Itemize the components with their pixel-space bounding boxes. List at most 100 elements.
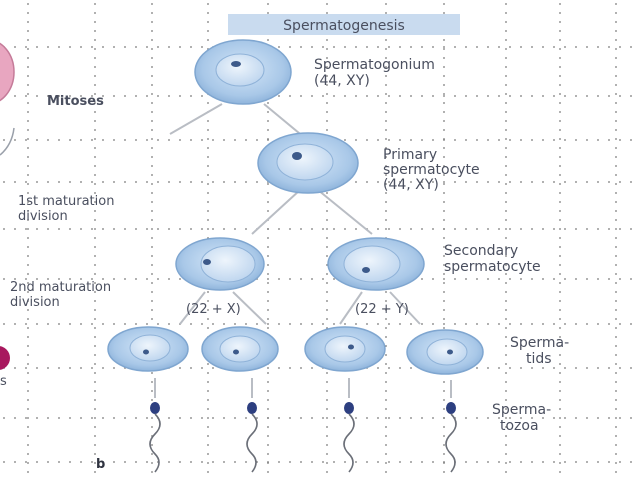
grid-dot	[27, 453, 29, 455]
grid-dot	[443, 282, 445, 284]
grid-dot	[326, 471, 328, 473]
grid-dot	[505, 273, 507, 275]
grid-dot	[94, 345, 96, 347]
grid-dot	[476, 278, 478, 280]
label-spermatids-line1: Sperma-	[510, 335, 569, 351]
grid-dot	[344, 95, 346, 97]
grid-dot	[326, 120, 328, 122]
grid-dot	[385, 354, 387, 356]
grid-dot	[366, 95, 368, 97]
grid-dot	[25, 417, 27, 419]
grid-dot	[443, 174, 445, 176]
grid-dot	[27, 309, 29, 311]
grid-dot	[207, 444, 209, 446]
grid-dot	[443, 246, 445, 248]
grid-dot	[432, 417, 434, 419]
grid-dot	[498, 181, 500, 183]
grid-dot	[505, 228, 507, 230]
grid-dot	[559, 327, 561, 329]
grid-dot	[385, 174, 387, 176]
grid-dot	[619, 95, 621, 97]
grid-dot	[326, 246, 328, 248]
grid-dot	[355, 181, 357, 183]
grid-dot	[326, 318, 328, 320]
grid-dot	[27, 246, 29, 248]
grid-dot	[267, 237, 269, 239]
grid-dot	[27, 282, 29, 284]
grid-dot	[300, 278, 302, 280]
grid-dot	[531, 367, 533, 369]
grid-dot	[443, 417, 445, 419]
grid-dot	[27, 435, 29, 437]
grid-dot	[476, 367, 478, 369]
grid-dot	[91, 46, 93, 48]
grid-dot	[267, 462, 269, 464]
grid-dot	[421, 95, 423, 97]
grid-dot	[151, 471, 153, 473]
label-primary-line2: spermatocyte	[383, 162, 480, 178]
grid-dot	[443, 84, 445, 86]
grid-dot	[559, 210, 561, 212]
grid-dot	[94, 363, 96, 365]
grid-dot	[47, 323, 49, 325]
grid-dot	[47, 181, 49, 183]
grid-dot	[443, 93, 445, 95]
grid-dot	[94, 435, 96, 437]
grid-dot	[91, 367, 93, 369]
grid-dot	[326, 93, 328, 95]
grid-dot	[355, 46, 357, 48]
grid-dot	[531, 139, 533, 141]
grid-dot	[615, 417, 617, 419]
grid-dot	[94, 417, 96, 419]
grid-dot	[575, 367, 577, 369]
grid-dot	[91, 139, 93, 141]
grid-dot	[454, 228, 456, 230]
grid-dot	[388, 461, 390, 463]
grid-dot	[615, 273, 617, 275]
grid-dot	[102, 46, 104, 48]
grid-dot	[27, 462, 29, 464]
grid-dot	[559, 183, 561, 185]
grid-dot	[505, 372, 507, 374]
grid-dot	[94, 273, 96, 275]
grid-dot	[377, 46, 379, 48]
grid-dot	[505, 93, 507, 95]
grid-dot	[465, 181, 467, 183]
grid-dot	[476, 461, 478, 463]
grid-dot	[559, 39, 561, 41]
grid-dot	[385, 12, 387, 14]
grid-dot	[608, 323, 610, 325]
grid-dot	[14, 139, 16, 141]
grid-dot	[207, 462, 209, 464]
grid-dot	[615, 354, 617, 356]
grid-dot	[91, 95, 93, 97]
grid-dot	[553, 46, 555, 48]
grid-dot	[245, 323, 247, 325]
grid-dot	[597, 228, 599, 230]
left-edge-fragments: s	[0, 42, 15, 389]
grid-dot	[615, 210, 617, 212]
grid-dot	[443, 181, 445, 183]
grid-dot	[443, 300, 445, 302]
grid-dot	[505, 390, 507, 392]
grid-dot	[377, 461, 379, 463]
grid-dot	[388, 95, 390, 97]
grid-dot	[385, 57, 387, 59]
grid-dot	[151, 372, 153, 374]
grid-dot	[267, 278, 269, 280]
grid-dot	[505, 462, 507, 464]
grid-dot	[151, 120, 153, 122]
grid-dot	[94, 282, 96, 284]
grid-dot	[564, 367, 566, 369]
grid-dot	[151, 300, 153, 302]
grid-dot	[498, 95, 500, 97]
grid-dot	[267, 426, 269, 428]
grid-dot	[377, 139, 379, 141]
grid-dot	[615, 372, 617, 374]
grid-dot	[80, 46, 82, 48]
grid-dot	[113, 461, 115, 463]
grid-dot	[190, 367, 192, 369]
grid-dot	[69, 95, 71, 97]
grid-dot	[151, 282, 153, 284]
grid-dot	[267, 138, 269, 140]
